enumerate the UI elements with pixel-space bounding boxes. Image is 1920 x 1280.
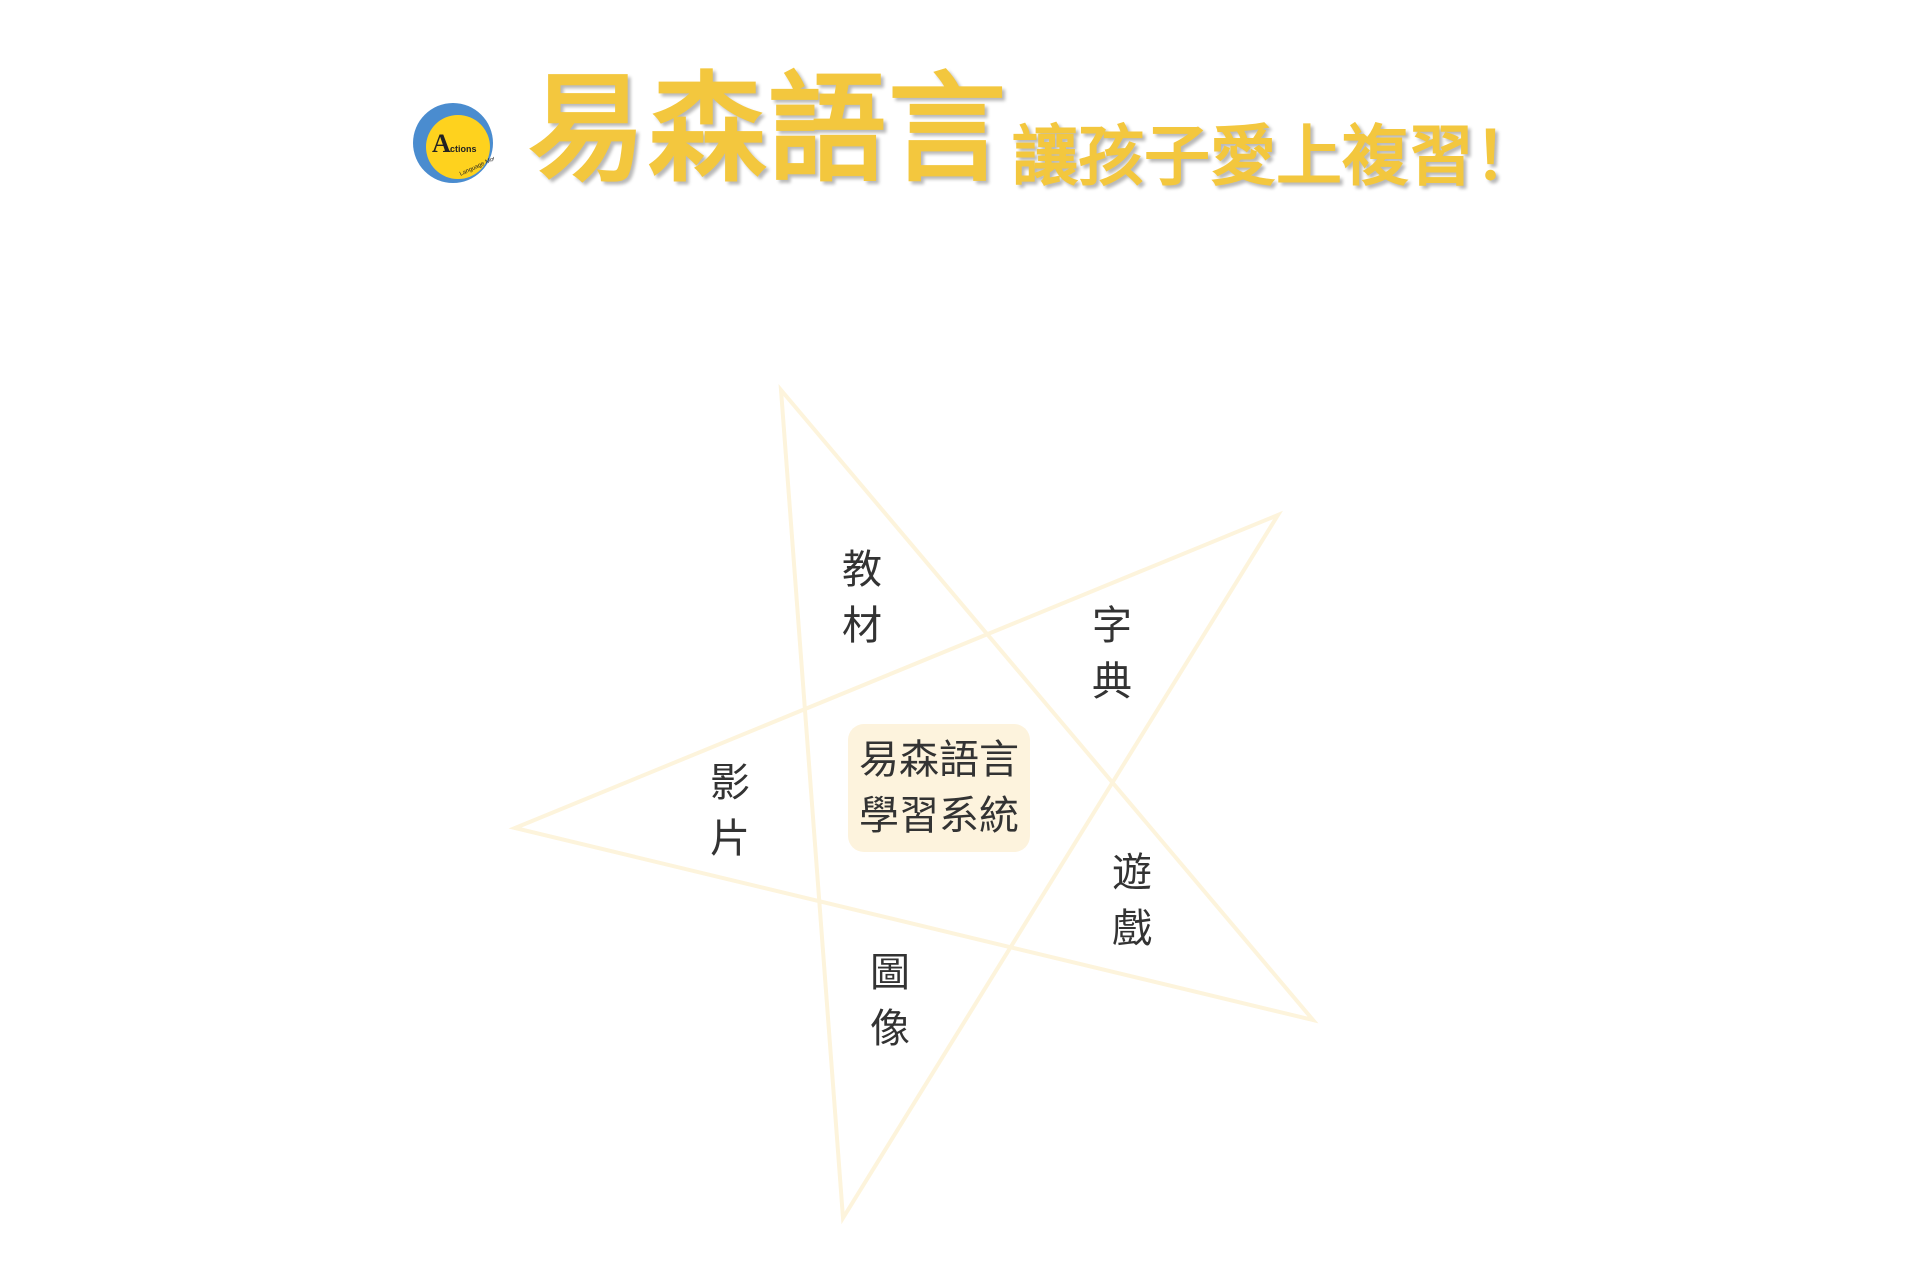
- feature-dictionary-line1: 字: [1092, 603, 1132, 649]
- star-outline: [508, 383, 1319, 1225]
- feature-images-line2: 像: [870, 1006, 910, 1052]
- feature-games-line1: 遊: [1112, 850, 1152, 896]
- feature-games[interactable]: 遊 戲: [1102, 845, 1162, 957]
- page-header: A ctions Language Mode 易森語言 讓孩子愛上複習！: [0, 0, 1920, 230]
- feature-games-line2: 戲: [1112, 906, 1152, 952]
- brand-title: 易森語言: [528, 60, 1009, 198]
- actions-logo: A ctions Language Mode: [413, 103, 494, 183]
- feature-dictionary[interactable]: 字 典: [1082, 598, 1142, 710]
- center-line2: 學習系統: [859, 793, 1019, 839]
- feature-video[interactable]: 影 片: [700, 755, 760, 867]
- feature-images[interactable]: 圖 像: [860, 945, 920, 1057]
- feature-dictionary-line2: 典: [1092, 659, 1132, 705]
- feature-materials[interactable]: 教 材: [832, 542, 892, 654]
- slogan: 讓孩子愛上複習！: [1012, 118, 1540, 195]
- center-learning-system[interactable]: 易森語言 學習系統: [848, 724, 1030, 852]
- feature-materials-line2: 材: [842, 603, 882, 649]
- feature-video-line1: 影: [710, 760, 750, 806]
- feature-images-line1: 圖: [870, 950, 910, 996]
- logo-letter: A: [432, 129, 451, 158]
- logo-text: ctions: [450, 144, 477, 154]
- center-line1: 易森語言: [859, 737, 1019, 783]
- feature-materials-line1: 教: [842, 547, 882, 593]
- feature-video-line2: 片: [710, 816, 750, 862]
